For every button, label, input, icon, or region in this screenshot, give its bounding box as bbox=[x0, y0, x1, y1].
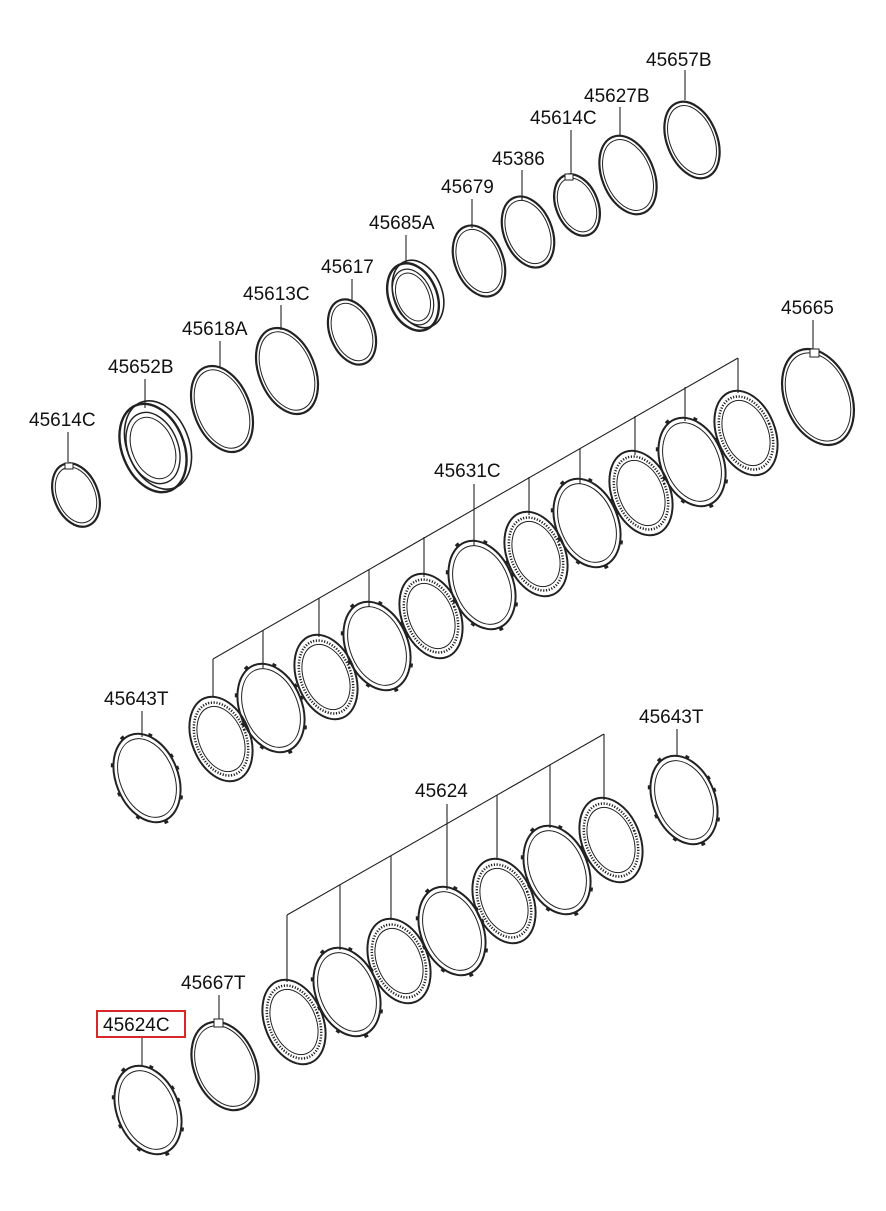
label-45624[interactable]: 45624 bbox=[415, 781, 468, 802]
plate-45624C[interactable] bbox=[100, 1054, 195, 1167]
label-45667T[interactable]: 45667T bbox=[181, 973, 246, 994]
steel-plate[interactable] bbox=[299, 936, 394, 1049]
friction-disc[interactable] bbox=[251, 970, 338, 1073]
friction-disc[interactable] bbox=[703, 381, 790, 484]
ring-45657B[interactable] bbox=[654, 94, 730, 187]
label-45679[interactable]: 45679 bbox=[441, 177, 494, 198]
snap-ring-45667T[interactable] bbox=[179, 1012, 271, 1121]
steel-plate[interactable] bbox=[509, 814, 604, 927]
label-45657B[interactable]: 45657B bbox=[646, 50, 712, 71]
ring-45617[interactable] bbox=[319, 292, 385, 372]
ring-45618A[interactable] bbox=[179, 357, 265, 461]
label-45613C[interactable]: 45613C bbox=[243, 284, 310, 305]
label-45617[interactable]: 45617 bbox=[321, 257, 374, 278]
steel-plate[interactable] bbox=[539, 467, 634, 580]
part-labels: 45657B 45627B 45614C 45386 45679 45685A … bbox=[29, 50, 834, 1038]
clutch-pack-45624 bbox=[251, 788, 655, 1073]
steel-plate[interactable] bbox=[329, 590, 424, 703]
snap-ring-45614C-left[interactable] bbox=[43, 456, 109, 534]
friction-disc[interactable] bbox=[178, 687, 265, 790]
label-45665[interactable]: 45665 bbox=[781, 298, 834, 319]
label-45631C[interactable]: 45631C bbox=[434, 461, 501, 482]
label-45386[interactable]: 45386 bbox=[492, 149, 545, 170]
friction-disc[interactable] bbox=[388, 564, 475, 667]
steel-plate[interactable] bbox=[644, 406, 739, 519]
retainer-45652B[interactable] bbox=[107, 391, 204, 503]
snap-ring-45614C-top[interactable] bbox=[546, 167, 609, 242]
label-45652B[interactable]: 45652B bbox=[108, 357, 174, 378]
leader-lines bbox=[67, 70, 814, 1066]
label-45627B[interactable]: 45627B bbox=[584, 86, 650, 107]
ring-45386[interactable] bbox=[492, 189, 564, 276]
plate-45643T-left[interactable] bbox=[99, 722, 194, 835]
friction-disc[interactable] bbox=[461, 849, 548, 952]
ring-45613C[interactable] bbox=[244, 319, 330, 423]
friction-disc[interactable] bbox=[493, 502, 580, 605]
upper-parts bbox=[43, 94, 868, 534]
ring-45679[interactable] bbox=[443, 218, 515, 305]
label-45614C-top[interactable]: 45614C bbox=[530, 108, 597, 129]
friction-disc[interactable] bbox=[283, 625, 370, 728]
label-45643T-left[interactable]: 45643T bbox=[104, 689, 169, 710]
highlight-box bbox=[96, 1010, 186, 1038]
label-45685A[interactable]: 45685A bbox=[369, 213, 435, 234]
plate-45643T-right[interactable] bbox=[636, 744, 731, 857]
steel-plate[interactable] bbox=[404, 875, 499, 988]
friction-disc[interactable] bbox=[568, 788, 655, 891]
snap-ring-45665[interactable] bbox=[769, 338, 868, 455]
label-45618A[interactable]: 45618A bbox=[182, 319, 248, 340]
clutch-pack-45631C bbox=[178, 381, 790, 790]
bearing-45685A[interactable] bbox=[378, 253, 454, 339]
friction-disc[interactable] bbox=[598, 441, 685, 544]
label-45643T-right[interactable]: 45643T bbox=[639, 707, 704, 728]
label-45614C-left[interactable]: 45614C bbox=[29, 410, 96, 431]
friction-disc[interactable] bbox=[356, 909, 443, 1012]
steel-plate[interactable] bbox=[223, 652, 318, 765]
ring-45627B[interactable] bbox=[589, 127, 668, 223]
steel-plate[interactable] bbox=[434, 529, 529, 642]
label-45624C[interactable]: 45624C bbox=[103, 1015, 170, 1036]
